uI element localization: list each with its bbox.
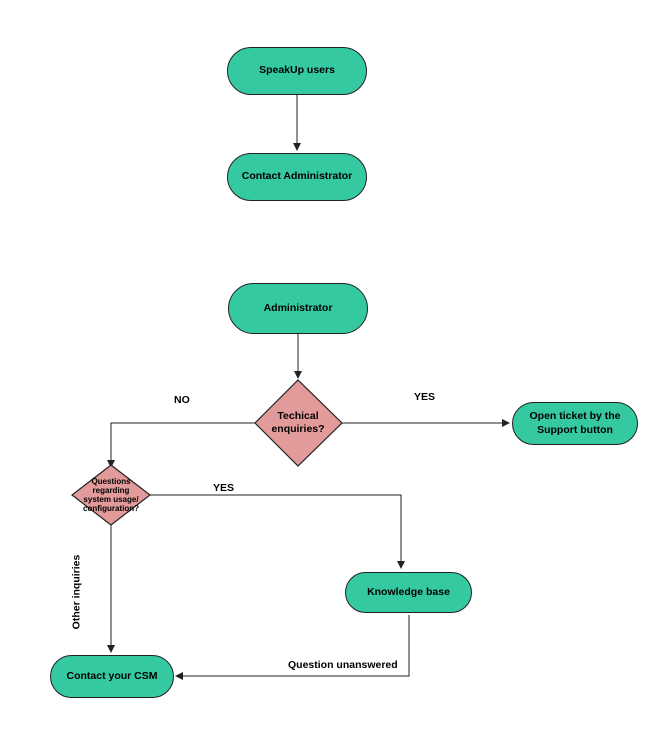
edge-label-no: NO xyxy=(174,394,190,406)
node-contact-csm: Contact your CSM xyxy=(50,655,174,698)
technical-decision-diamond xyxy=(254,379,343,467)
node-knowledge-base: Knowledge base xyxy=(345,572,472,613)
edge-label-other-inquiries: Other inquiries xyxy=(70,554,83,630)
node-open-ticket: Open ticket by the Support button xyxy=(512,402,638,445)
connector-questions-yes-to-knowledge xyxy=(150,494,405,569)
node-speakup-users: SpeakUp users xyxy=(227,47,367,95)
connector-technical-no-to-questions xyxy=(107,422,256,468)
node-contact-administrator: Contact Administrator xyxy=(227,153,367,201)
questions-decision-label: Questions regarding system usage/ config… xyxy=(83,476,139,514)
edge-label-question-unanswered: Question unanswered xyxy=(288,659,398,671)
technical-decision-label: Techical enquiries? xyxy=(271,409,325,435)
connector-knowledge-to-csm xyxy=(175,615,410,680)
edge-label-yes-ticket: YES xyxy=(414,391,436,403)
edge-label-yes-knowledge: YES xyxy=(213,482,235,494)
node-administrator: Administrator xyxy=(228,283,368,334)
questions-decision-diamond xyxy=(71,464,151,526)
